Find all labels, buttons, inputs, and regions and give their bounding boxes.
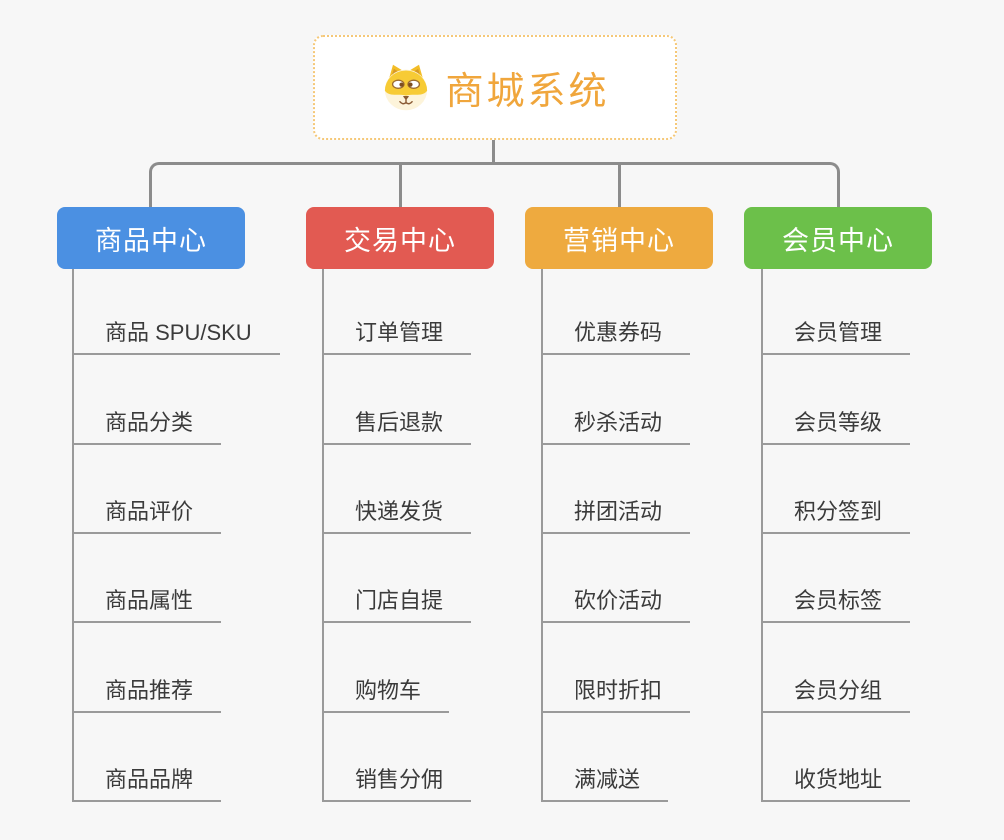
leaf-item[interactable]: 快递发货 [322,490,472,534]
leaf-item[interactable]: 销售分佣 [322,758,472,802]
column-line-marketing-center [541,269,543,802]
leaf-item[interactable]: 商品分类 [72,401,222,445]
column-line-member-center [761,269,763,802]
leaf-item[interactable]: 砍价活动 [541,579,691,623]
leaf-item[interactable]: 会员等级 [761,401,911,445]
leaf-item[interactable]: 秒杀活动 [541,401,691,445]
leaf-item[interactable]: 门店自提 [322,579,472,623]
branch-node-marketing-center[interactable]: 营销中心 [525,207,713,269]
connector-elbow-right [494,162,840,209]
leaf-item[interactable]: 订单管理 [322,311,472,355]
leaf-item[interactable]: 会员标签 [761,579,911,623]
root-label: 商城系统 [445,71,610,113]
connector-root-stub [492,139,495,164]
dog-face-icon [385,64,428,111]
leaf-item[interactable]: 商品属性 [72,579,222,623]
connector-branch2-stub [399,163,402,209]
leaf-item[interactable]: 商品品牌 [72,758,222,802]
branch-node-trade-center[interactable]: 交易中心 [306,207,494,269]
branch-node-product-center[interactable]: 商品中心 [57,207,245,269]
connector-elbow-left [149,162,494,209]
leaf-item[interactable]: 满减送 [541,758,669,802]
leaf-item[interactable]: 积分签到 [761,490,911,534]
root-node[interactable]: 商城系统 [313,35,677,140]
leaf-item[interactable]: 售后退款 [322,401,472,445]
connector-branch3-stub [618,163,621,209]
leaf-item[interactable]: 会员分组 [761,669,911,713]
leaf-item[interactable]: 购物车 [322,669,450,713]
leaf-item[interactable]: 商品 SPU/SKU [72,311,280,355]
leaf-item[interactable]: 会员管理 [761,311,911,355]
branch-node-member-center[interactable]: 会员中心 [744,207,932,269]
leaf-item[interactable]: 拼团活动 [541,490,691,534]
column-line-product-center [72,269,74,802]
leaf-item[interactable]: 商品推荐 [72,669,222,713]
column-line-trade-center [322,269,324,802]
leaf-item[interactable]: 商品评价 [72,490,222,534]
leaf-item[interactable]: 限时折扣 [541,669,691,713]
leaf-item[interactable]: 收货地址 [761,758,911,802]
leaf-item[interactable]: 优惠券码 [541,311,691,355]
